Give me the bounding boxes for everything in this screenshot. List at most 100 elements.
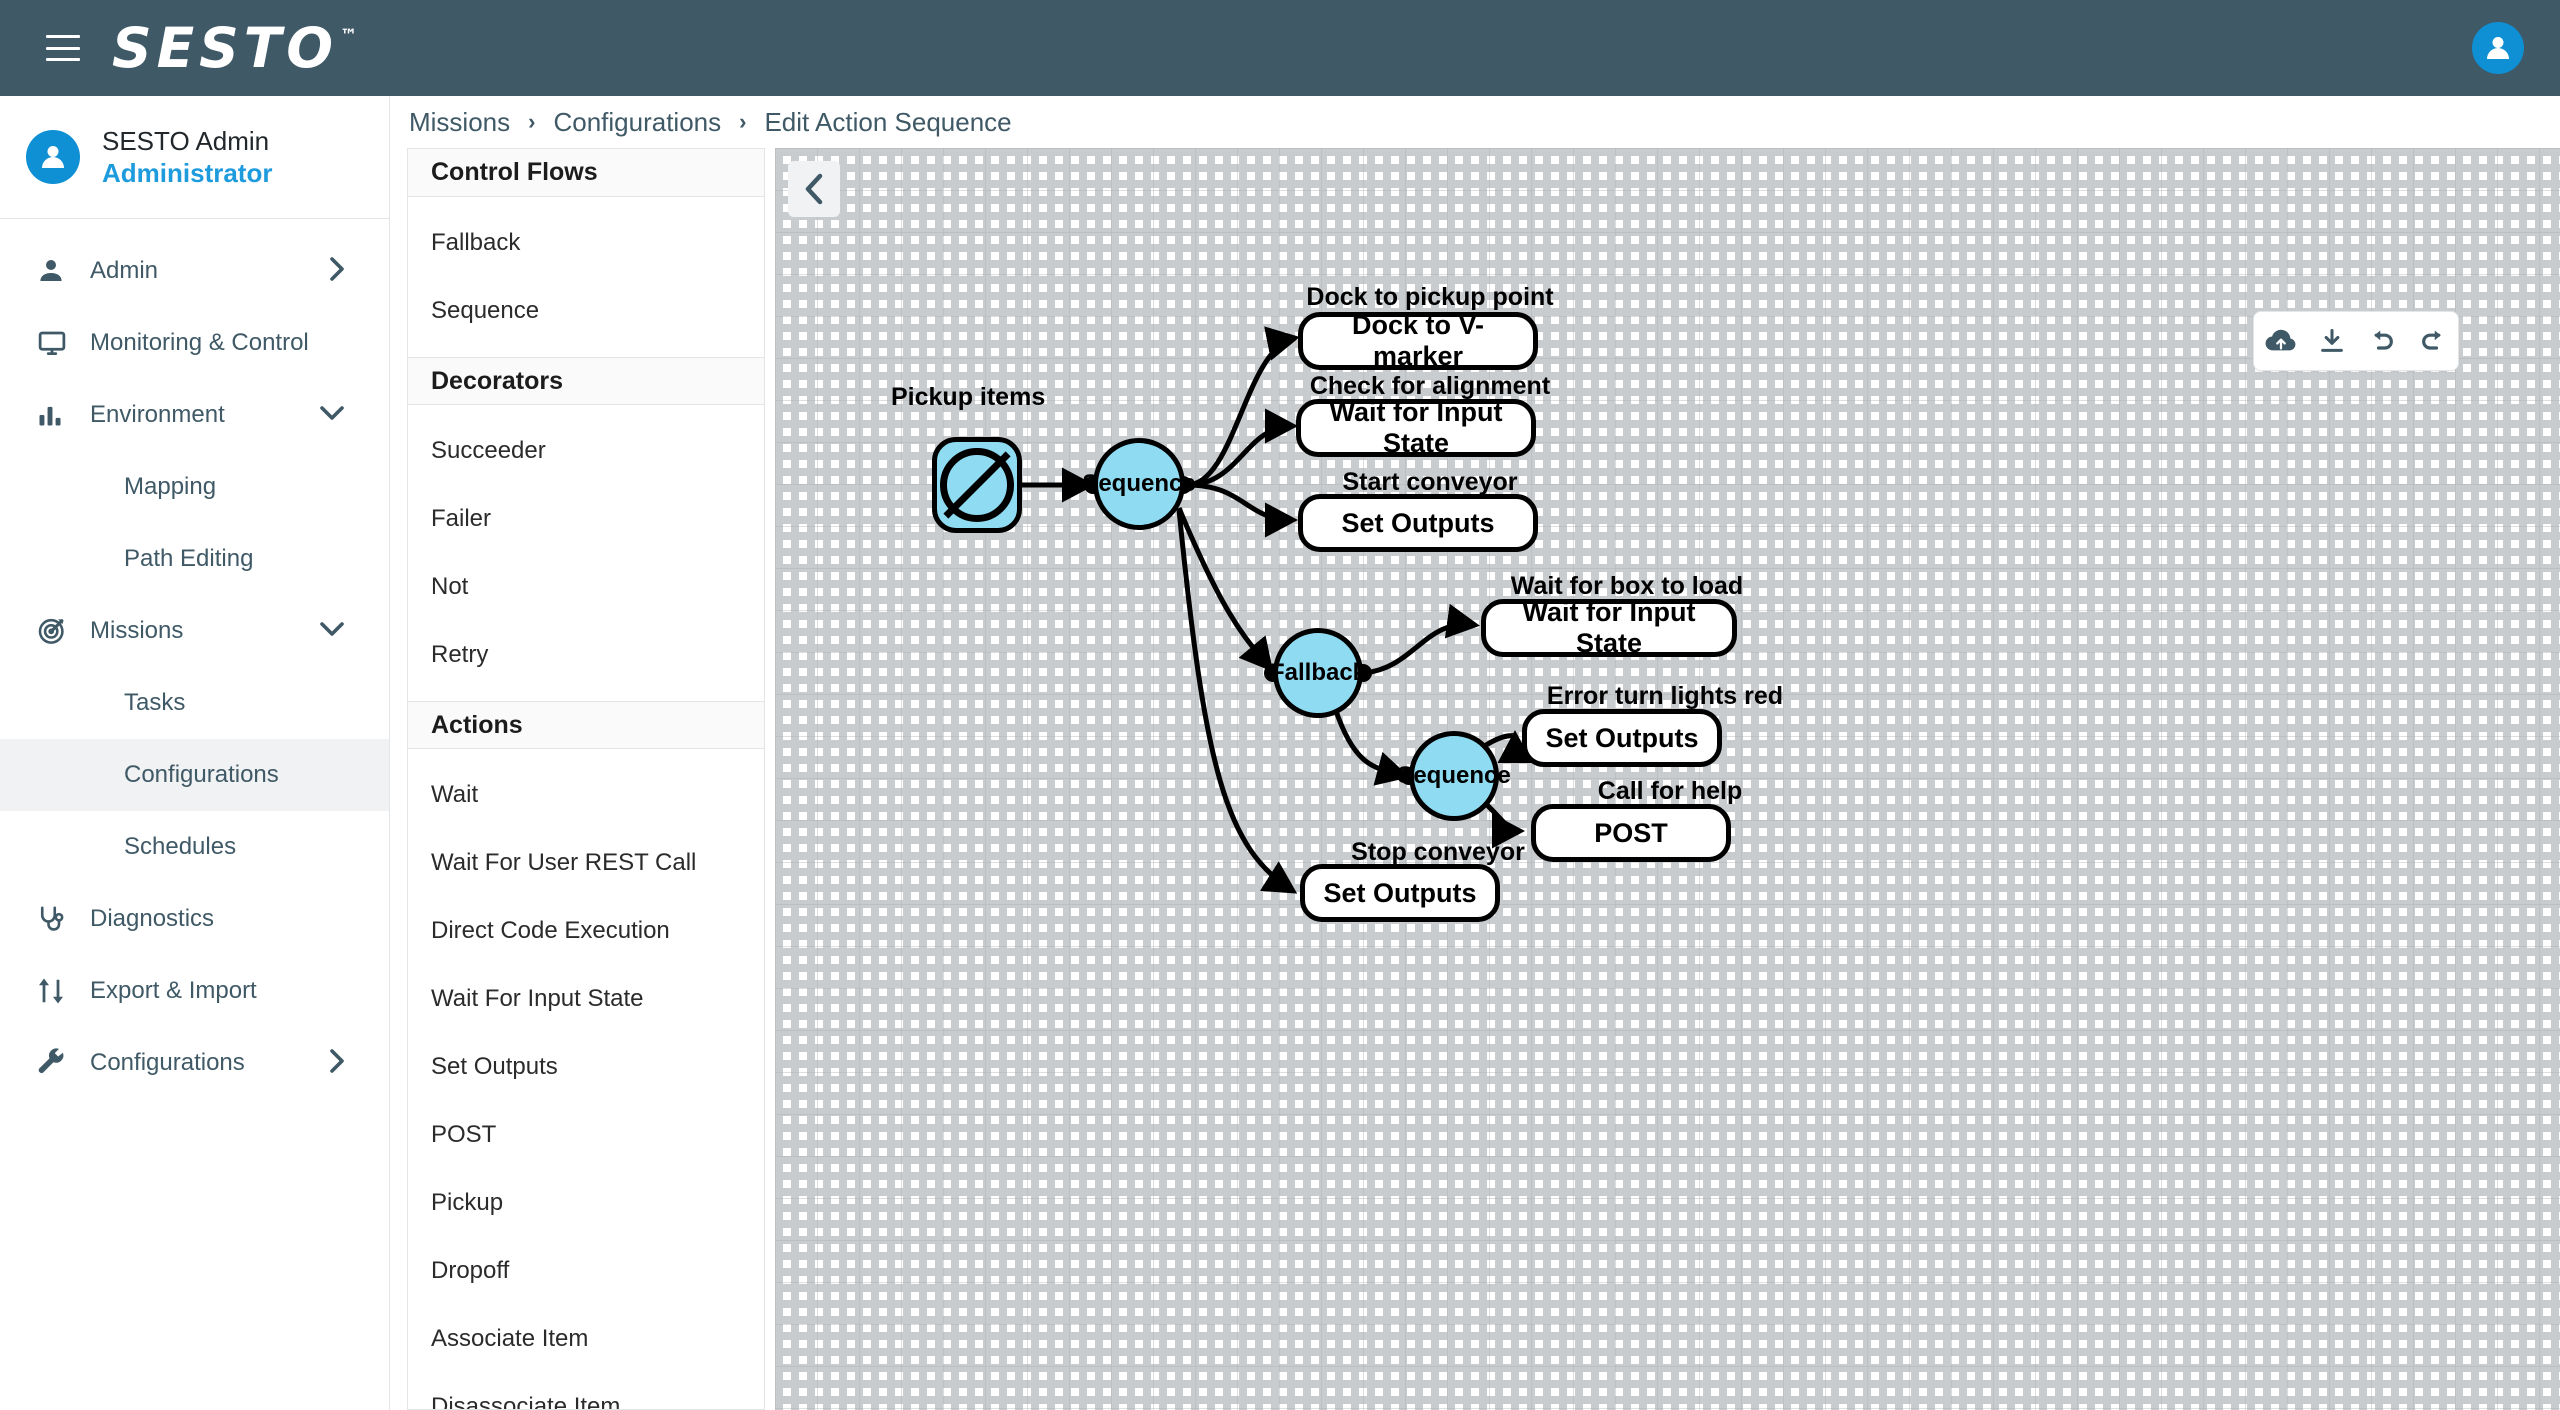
breadcrumb-separator: ›: [739, 109, 747, 134]
tree-node-pickup-root[interactable]: [932, 437, 1022, 533]
sidebar-item-label: Path Editing: [124, 545, 254, 572]
tree-node-fallback[interactable]: Fallback: [1270, 628, 1366, 718]
sidebar-item-label: Configurations: [124, 761, 279, 788]
node-label-out3: Stop conveyor: [1351, 838, 1525, 866]
person-icon: [36, 256, 90, 286]
palette-item[interactable]: Wait For User REST Call: [431, 849, 697, 876]
palette-item[interactable]: Fallback: [431, 229, 521, 256]
palette-spacer: [408, 345, 764, 357]
download-icon[interactable]: [2318, 327, 2346, 355]
person-glyph: [40, 144, 66, 170]
bar-chart-icon: [36, 401, 90, 429]
stethoscope-icon: [36, 904, 90, 934]
tree-node-seq1[interactable]: Sequence: [1082, 438, 1196, 530]
sidebar-item-mapping[interactable]: Mapping: [0, 451, 389, 523]
breadcrumb-item-1[interactable]: Configurations: [553, 106, 722, 137]
sidebar-item-path-editing[interactable]: Path Editing: [0, 523, 389, 595]
breadcrumb-item-0[interactable]: Missions: [409, 106, 511, 137]
person-glyph: [2485, 35, 2511, 61]
palette-item[interactable]: Wait: [431, 781, 479, 808]
account-circle-icon[interactable]: [2472, 22, 2524, 74]
palette-spacer: [408, 197, 764, 209]
target-icon: [36, 615, 90, 647]
palette-item[interactable]: Set Outputs: [431, 1053, 558, 1080]
tree-node-wait2[interactable]: Wait for Input State: [1481, 597, 1737, 658]
hamburger-icon[interactable]: [46, 35, 80, 61]
palette-item[interactable]: Dropoff: [431, 1257, 510, 1284]
palette-item[interactable]: Not: [431, 573, 469, 600]
tree-node-out3[interactable]: Set Outputs: [1300, 864, 1500, 922]
sidebar-item-label: Schedules: [124, 833, 237, 860]
tree-node-post[interactable]: POST: [1531, 804, 1731, 862]
palette-item[interactable]: Wait For Input State: [431, 985, 644, 1012]
sidebar-item-label: Export & Import: [90, 977, 257, 1004]
avatar: [26, 130, 80, 184]
import-export-icon: [36, 976, 90, 1006]
chevron-right-icon[interactable]: [328, 1048, 345, 1079]
user-profile-block[interactable]: SESTO Admin Administrator: [0, 96, 389, 219]
sidebar-item-monitoring-control[interactable]: Monitoring & Control: [0, 307, 389, 379]
breadcrumb-separator: ›: [528, 109, 536, 134]
no-entry-icon: [940, 448, 1014, 522]
sidebar-item-environment[interactable]: Environment: [0, 379, 389, 451]
sidebar-item-export-import[interactable]: Export & Import: [0, 955, 389, 1027]
palette-group-header: Decorators: [408, 357, 764, 405]
sidebar-item-label: Mapping: [124, 473, 217, 500]
chevron-right-icon[interactable]: [328, 256, 345, 287]
palette-item[interactable]: Direct Code Execution: [431, 917, 670, 944]
sidebar-item-label: Tasks: [124, 689, 186, 716]
user-role: Administrator: [102, 158, 273, 188]
palette-item[interactable]: Retry: [431, 641, 489, 668]
tree-node-seq2[interactable]: Sequence: [1397, 731, 1511, 821]
sidebar-item-missions[interactable]: Missions: [0, 595, 389, 667]
breadcrumb-item-2: Edit Action Sequence: [764, 106, 1012, 137]
node-label-root: Pickup items: [891, 383, 1046, 411]
sidebar-item-schedules[interactable]: Schedules: [0, 811, 389, 883]
user-name: SESTO Admin: [102, 125, 270, 156]
cloud-upload-icon[interactable]: [2265, 327, 2297, 355]
tree-node-out2[interactable]: Set Outputs: [1522, 709, 1722, 767]
content-area: Missions › Configurations › Edit Action Sequ…: [390, 96, 2560, 1410]
monitor-icon: [36, 328, 90, 358]
palette-item[interactable]: Associate Item: [431, 1325, 589, 1352]
sidebar-item-label: Monitoring & Control: [90, 329, 309, 356]
palette-spacer: [408, 749, 764, 761]
palette-spacer: [408, 405, 764, 417]
node-label-out1: Start conveyor: [1342, 468, 1518, 496]
palette-item[interactable]: Sequence: [431, 297, 540, 324]
palette-spacer: [408, 689, 764, 701]
canvas-toolbar: [2253, 311, 2459, 371]
sidebar-item-configurations[interactable]: Configurations: [0, 1027, 389, 1099]
palette-group-header: Actions: [408, 701, 764, 749]
behavior-tree-canvas[interactable]: Pickup items Sequence Dock to pickup poi…: [775, 148, 2560, 1410]
palette-item[interactable]: Succeeder: [431, 437, 546, 464]
sidebar-item-label: Configurations: [90, 1049, 245, 1076]
sidebar-item-label: Missions: [90, 617, 184, 644]
chevron-down-icon[interactable]: [319, 619, 345, 643]
user-text: SESTO Admin Administrator: [102, 125, 272, 190]
chevron-left-icon[interactable]: [788, 161, 840, 217]
sidebar-item-tasks[interactable]: Tasks: [0, 667, 389, 739]
palette-item[interactable]: Disassociate Item: [431, 1393, 621, 1410]
sidebar-item-label: Environment: [90, 401, 225, 428]
palette-item[interactable]: POST: [431, 1121, 497, 1148]
chevron-down-icon[interactable]: [319, 403, 345, 427]
sidebar-item-configurations[interactable]: Configurations: [0, 739, 389, 811]
palette-item[interactable]: Pickup: [431, 1189, 504, 1216]
node-label-wait1: Check for alignment: [1309, 372, 1551, 400]
tree-node-dock[interactable]: Dock to V-marker: [1298, 310, 1538, 371]
sidebar-item-diagnostics[interactable]: Diagnostics: [0, 883, 389, 955]
undo-icon[interactable]: [2367, 327, 2397, 355]
wrench-icon: [36, 1048, 90, 1078]
trademark-symbol: ™: [340, 25, 358, 46]
redo-icon[interactable]: [2418, 327, 2448, 355]
sidebar-item-admin[interactable]: Admin: [0, 235, 389, 307]
node-label-out2: Error turn lights red: [1546, 682, 1784, 710]
sidebar-item-label: Admin: [90, 257, 159, 284]
tree-node-out1[interactable]: Set Outputs: [1298, 494, 1538, 552]
node-label-wait2: Wait for box to load: [1510, 572, 1744, 600]
palette-item[interactable]: Failer: [431, 505, 492, 532]
tree-node-wait1[interactable]: Wait for Input State: [1296, 397, 1536, 458]
